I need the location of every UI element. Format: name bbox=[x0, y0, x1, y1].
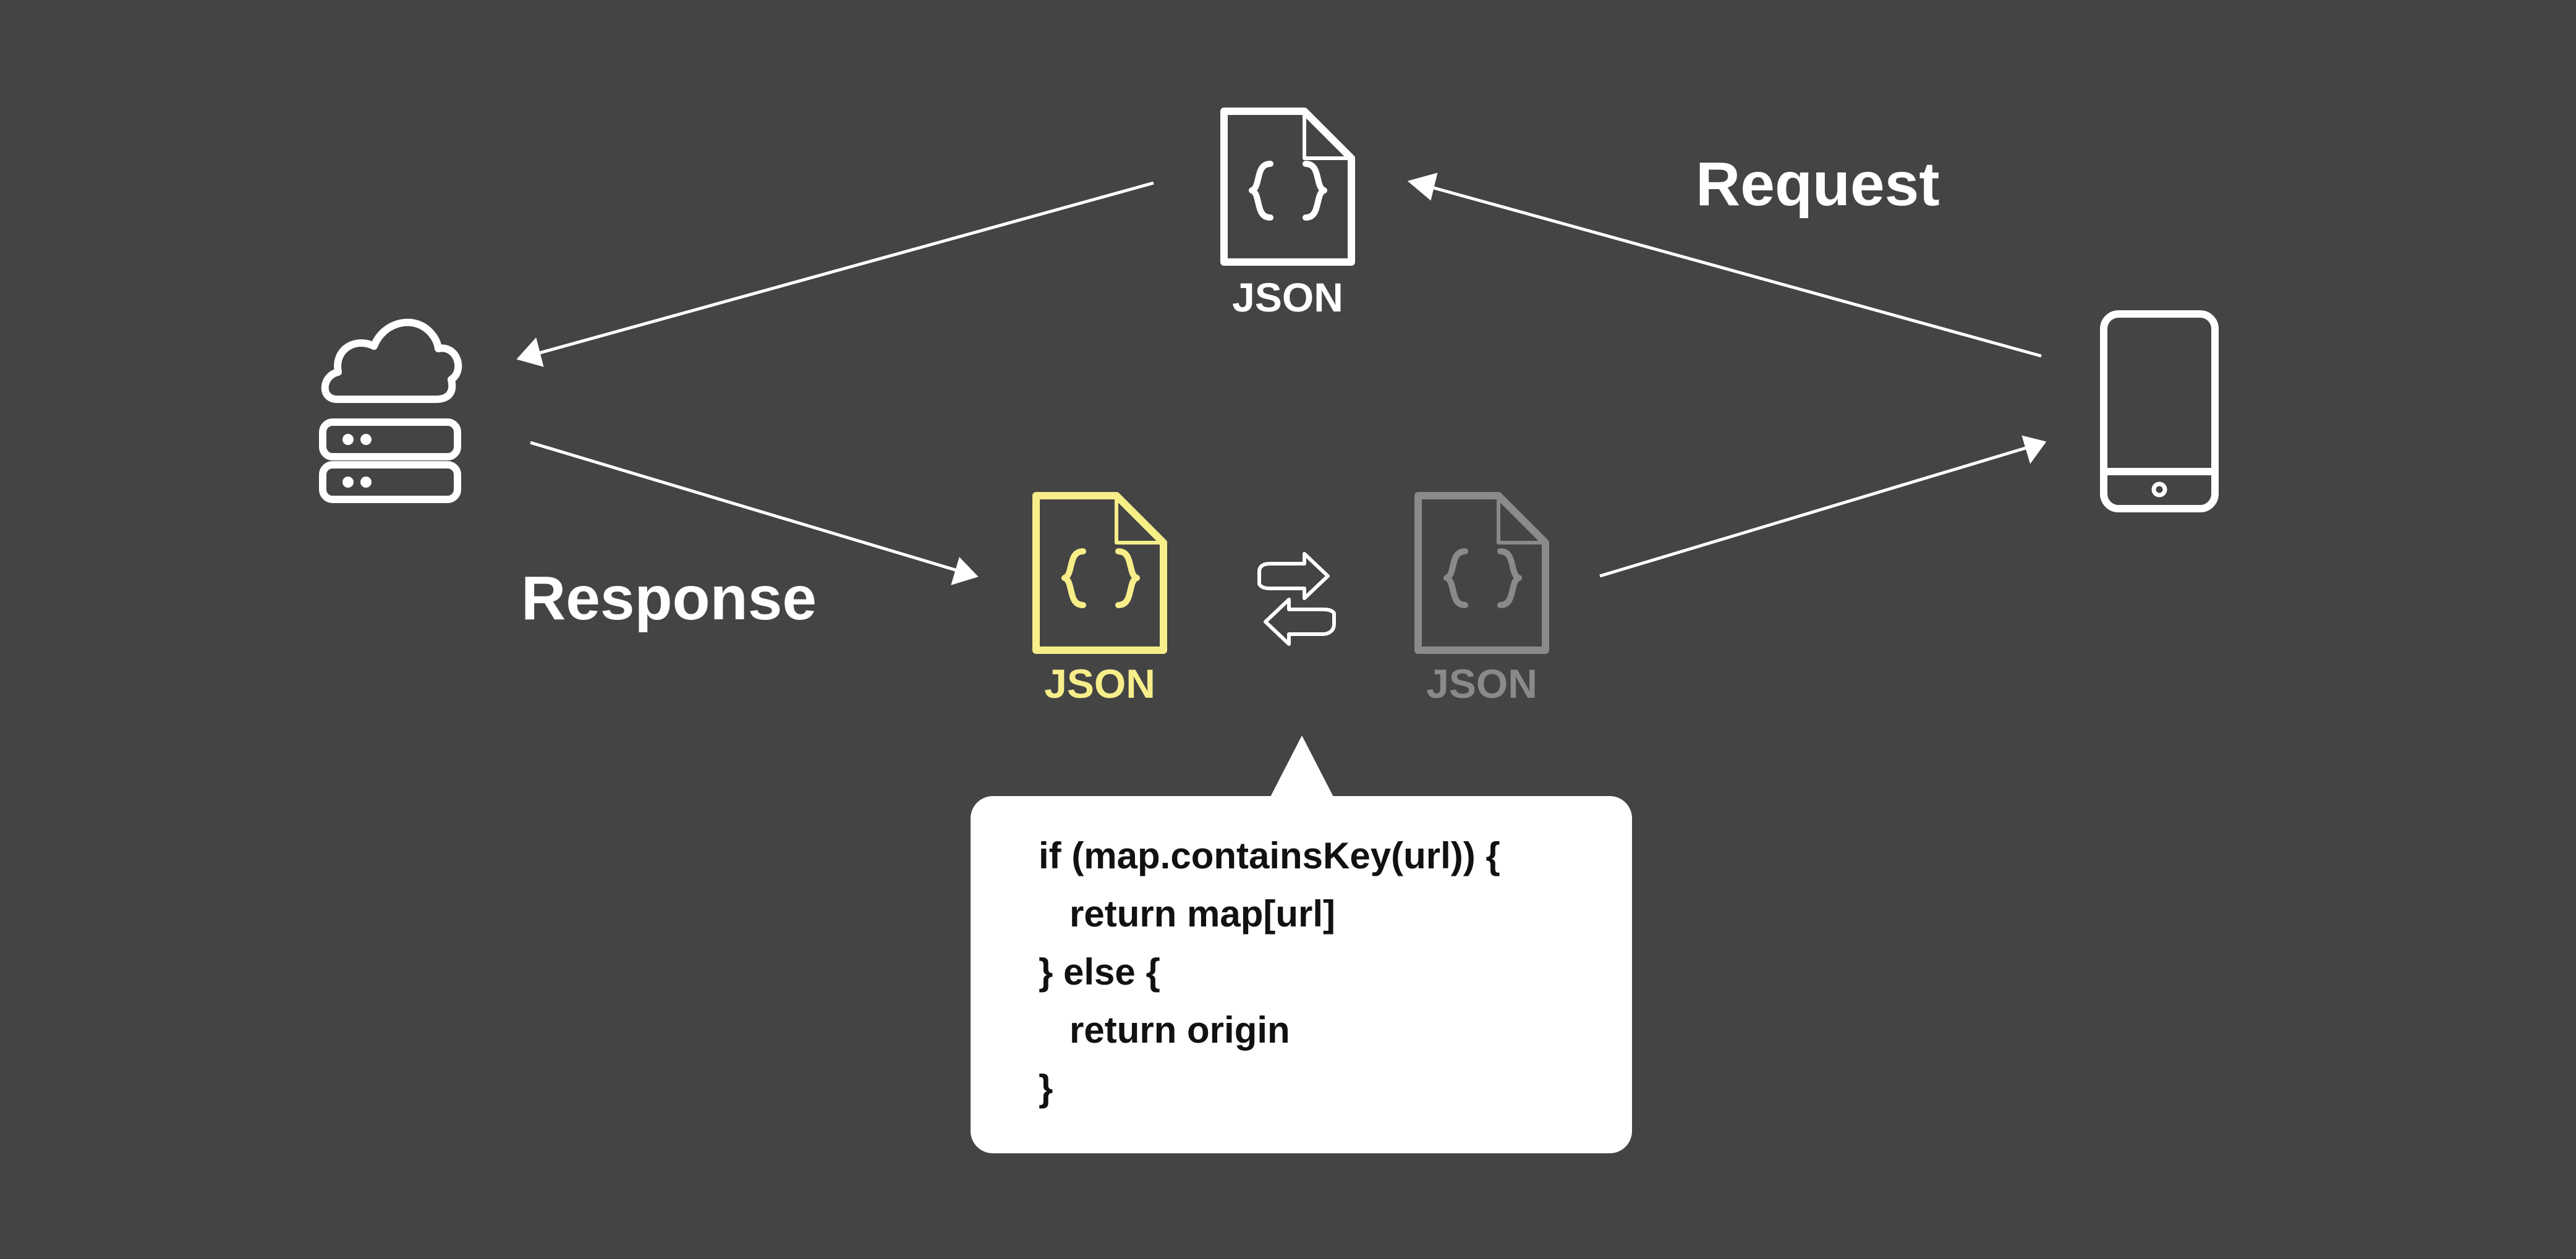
callout-pointer bbox=[1269, 735, 1335, 800]
flow-arrows bbox=[516, 172, 2047, 585]
arrowhead-origin-to-device bbox=[2021, 435, 2047, 464]
arrowhead-device-to-request bbox=[1407, 172, 1438, 201]
json-file-icon-origin bbox=[1414, 492, 1549, 654]
arrow-request-to-server bbox=[532, 181, 1154, 357]
arrowhead-request-to-server bbox=[516, 337, 544, 367]
cached-json-label: JSON bbox=[1044, 661, 1155, 706]
code-line: if (map.containsKey(url)) { bbox=[1039, 835, 1500, 876]
code-line: return origin bbox=[1039, 1009, 1290, 1051]
swap-arrows-icon bbox=[1257, 552, 1336, 646]
arrow-device-to-request bbox=[1424, 184, 2042, 358]
code-line: return map[url] bbox=[1039, 893, 1336, 935]
arrowhead-server-to-cache bbox=[951, 557, 979, 585]
code-callout: if (map.containsKey(url)) { return map[u… bbox=[971, 796, 1632, 1153]
json-file-icon-cached bbox=[1032, 492, 1167, 654]
request-json-label: JSON bbox=[1232, 274, 1343, 320]
request-label: Request bbox=[1696, 150, 1940, 219]
json-file-icon-request bbox=[1220, 108, 1355, 266]
code-line: } else { bbox=[1039, 951, 1160, 993]
response-label: Response bbox=[521, 564, 817, 633]
arrow-server-to-cache bbox=[530, 441, 962, 574]
cloud-server-icon bbox=[319, 318, 462, 503]
origin-json-label: JSON bbox=[1426, 661, 1537, 706]
arrow-origin-to-device bbox=[1599, 445, 2030, 578]
code-line: } bbox=[1039, 1067, 1053, 1109]
code-snippet: if (map.containsKey(url)) { return map[u… bbox=[1039, 827, 1500, 1117]
smartphone-icon bbox=[2100, 310, 2219, 512]
